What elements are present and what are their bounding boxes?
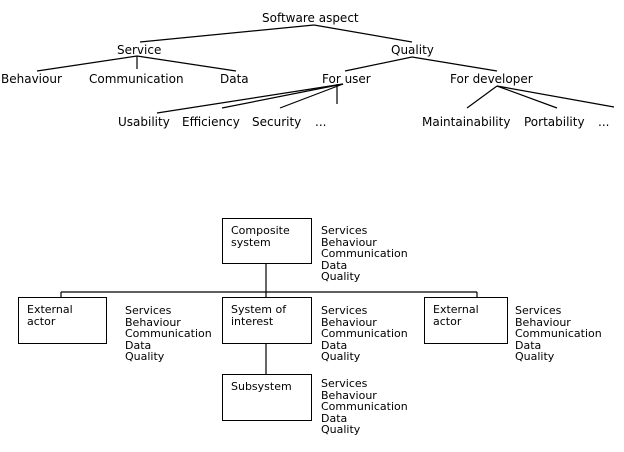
attr-data: Data bbox=[125, 338, 152, 352]
box-external-actor-right: External actor bbox=[424, 297, 508, 344]
node-maintainability: Maintainability bbox=[422, 115, 511, 129]
attr-services: Services bbox=[321, 224, 368, 237]
attrs-composite: Services Behaviour Communication Data Qu… bbox=[321, 225, 408, 283]
box-system-of-interest: System of interest bbox=[222, 297, 312, 344]
attr-quality: Quality bbox=[125, 350, 165, 364]
box-label-line1: System of bbox=[231, 303, 287, 316]
edge-fordev-portability bbox=[496, 85, 558, 109]
attr-behaviour: Behaviour bbox=[321, 315, 377, 329]
box-composite-system: Composite system bbox=[222, 218, 312, 264]
edge-root-quality bbox=[313, 24, 413, 43]
attr-behaviour: Behaviour bbox=[125, 315, 181, 329]
attr-quality: Quality bbox=[515, 350, 555, 364]
box-label-line1: External bbox=[27, 303, 73, 316]
node-communication: Communication bbox=[89, 72, 184, 86]
node-data: Data bbox=[220, 72, 249, 86]
box-label-line2: actor bbox=[433, 315, 462, 328]
attr-communication: Communication bbox=[321, 400, 408, 414]
node-developer-more: ... bbox=[598, 115, 610, 129]
attrs-external-left: Services Behaviour Communication Data Qu… bbox=[125, 305, 212, 363]
attr-data: Data bbox=[321, 258, 348, 272]
edge-foruser-usability bbox=[156, 83, 344, 114]
attr-communication: Communication bbox=[125, 327, 212, 341]
attrs-interest: Services Behaviour Communication Data Qu… bbox=[321, 305, 408, 363]
attr-services: Services bbox=[515, 304, 562, 317]
attr-communication: Communication bbox=[515, 327, 602, 341]
edge-quality-foruser bbox=[344, 56, 413, 72]
attr-behaviour: Behaviour bbox=[321, 388, 377, 402]
box-label-line2: system bbox=[231, 236, 271, 249]
box-subsystem: Subsystem bbox=[222, 374, 312, 421]
attr-communication: Communication bbox=[321, 247, 408, 261]
attr-data: Data bbox=[321, 338, 348, 352]
box-external-actor-left: External actor bbox=[18, 297, 107, 344]
attr-quality: Quality bbox=[321, 270, 361, 284]
box-label-line1: Composite bbox=[231, 224, 290, 237]
edge-fordev-maintainability bbox=[466, 85, 498, 109]
node-behaviour: Behaviour bbox=[1, 72, 62, 86]
box-label-line2: interest bbox=[231, 315, 274, 328]
edge-quality-fordeveloper bbox=[411, 56, 498, 72]
attr-communication: Communication bbox=[321, 327, 408, 341]
edge-foruser-security bbox=[279, 83, 344, 109]
attr-quality: Quality bbox=[321, 423, 361, 437]
node-software-aspect: Software aspect bbox=[262, 11, 359, 25]
attrs-subsystem: Services Behaviour Communication Data Qu… bbox=[321, 378, 408, 436]
node-for-developer: For developer bbox=[450, 72, 533, 86]
node-efficiency: Efficiency bbox=[182, 115, 240, 129]
node-quality: Quality bbox=[391, 43, 434, 57]
attr-behaviour: Behaviour bbox=[321, 235, 377, 249]
node-usability: Usability bbox=[118, 115, 170, 129]
node-for-user: For user bbox=[322, 72, 371, 86]
edge-service-behaviour bbox=[36, 55, 138, 72]
attrs-external-right: Services Behaviour Communication Data Qu… bbox=[515, 305, 602, 363]
attr-quality: Quality bbox=[321, 350, 361, 364]
edge-service-data bbox=[136, 55, 237, 72]
attr-services: Services bbox=[321, 304, 368, 317]
attr-data: Data bbox=[515, 338, 542, 352]
node-service: Service bbox=[117, 43, 162, 57]
box-label-line1: External bbox=[433, 303, 479, 316]
attr-services: Services bbox=[125, 304, 172, 317]
node-user-more: ... bbox=[315, 115, 327, 129]
edge-fordev-more bbox=[496, 85, 615, 108]
box-label-line2: actor bbox=[27, 315, 56, 328]
node-portability: Portability bbox=[524, 115, 585, 129]
attr-services: Services bbox=[321, 377, 368, 390]
edge-foruser-efficiency bbox=[221, 83, 344, 109]
edge-root-service bbox=[139, 24, 315, 43]
node-security: Security bbox=[252, 115, 302, 129]
attr-data: Data bbox=[321, 411, 348, 425]
attr-behaviour: Behaviour bbox=[515, 315, 571, 329]
box-label: Subsystem bbox=[231, 380, 292, 393]
